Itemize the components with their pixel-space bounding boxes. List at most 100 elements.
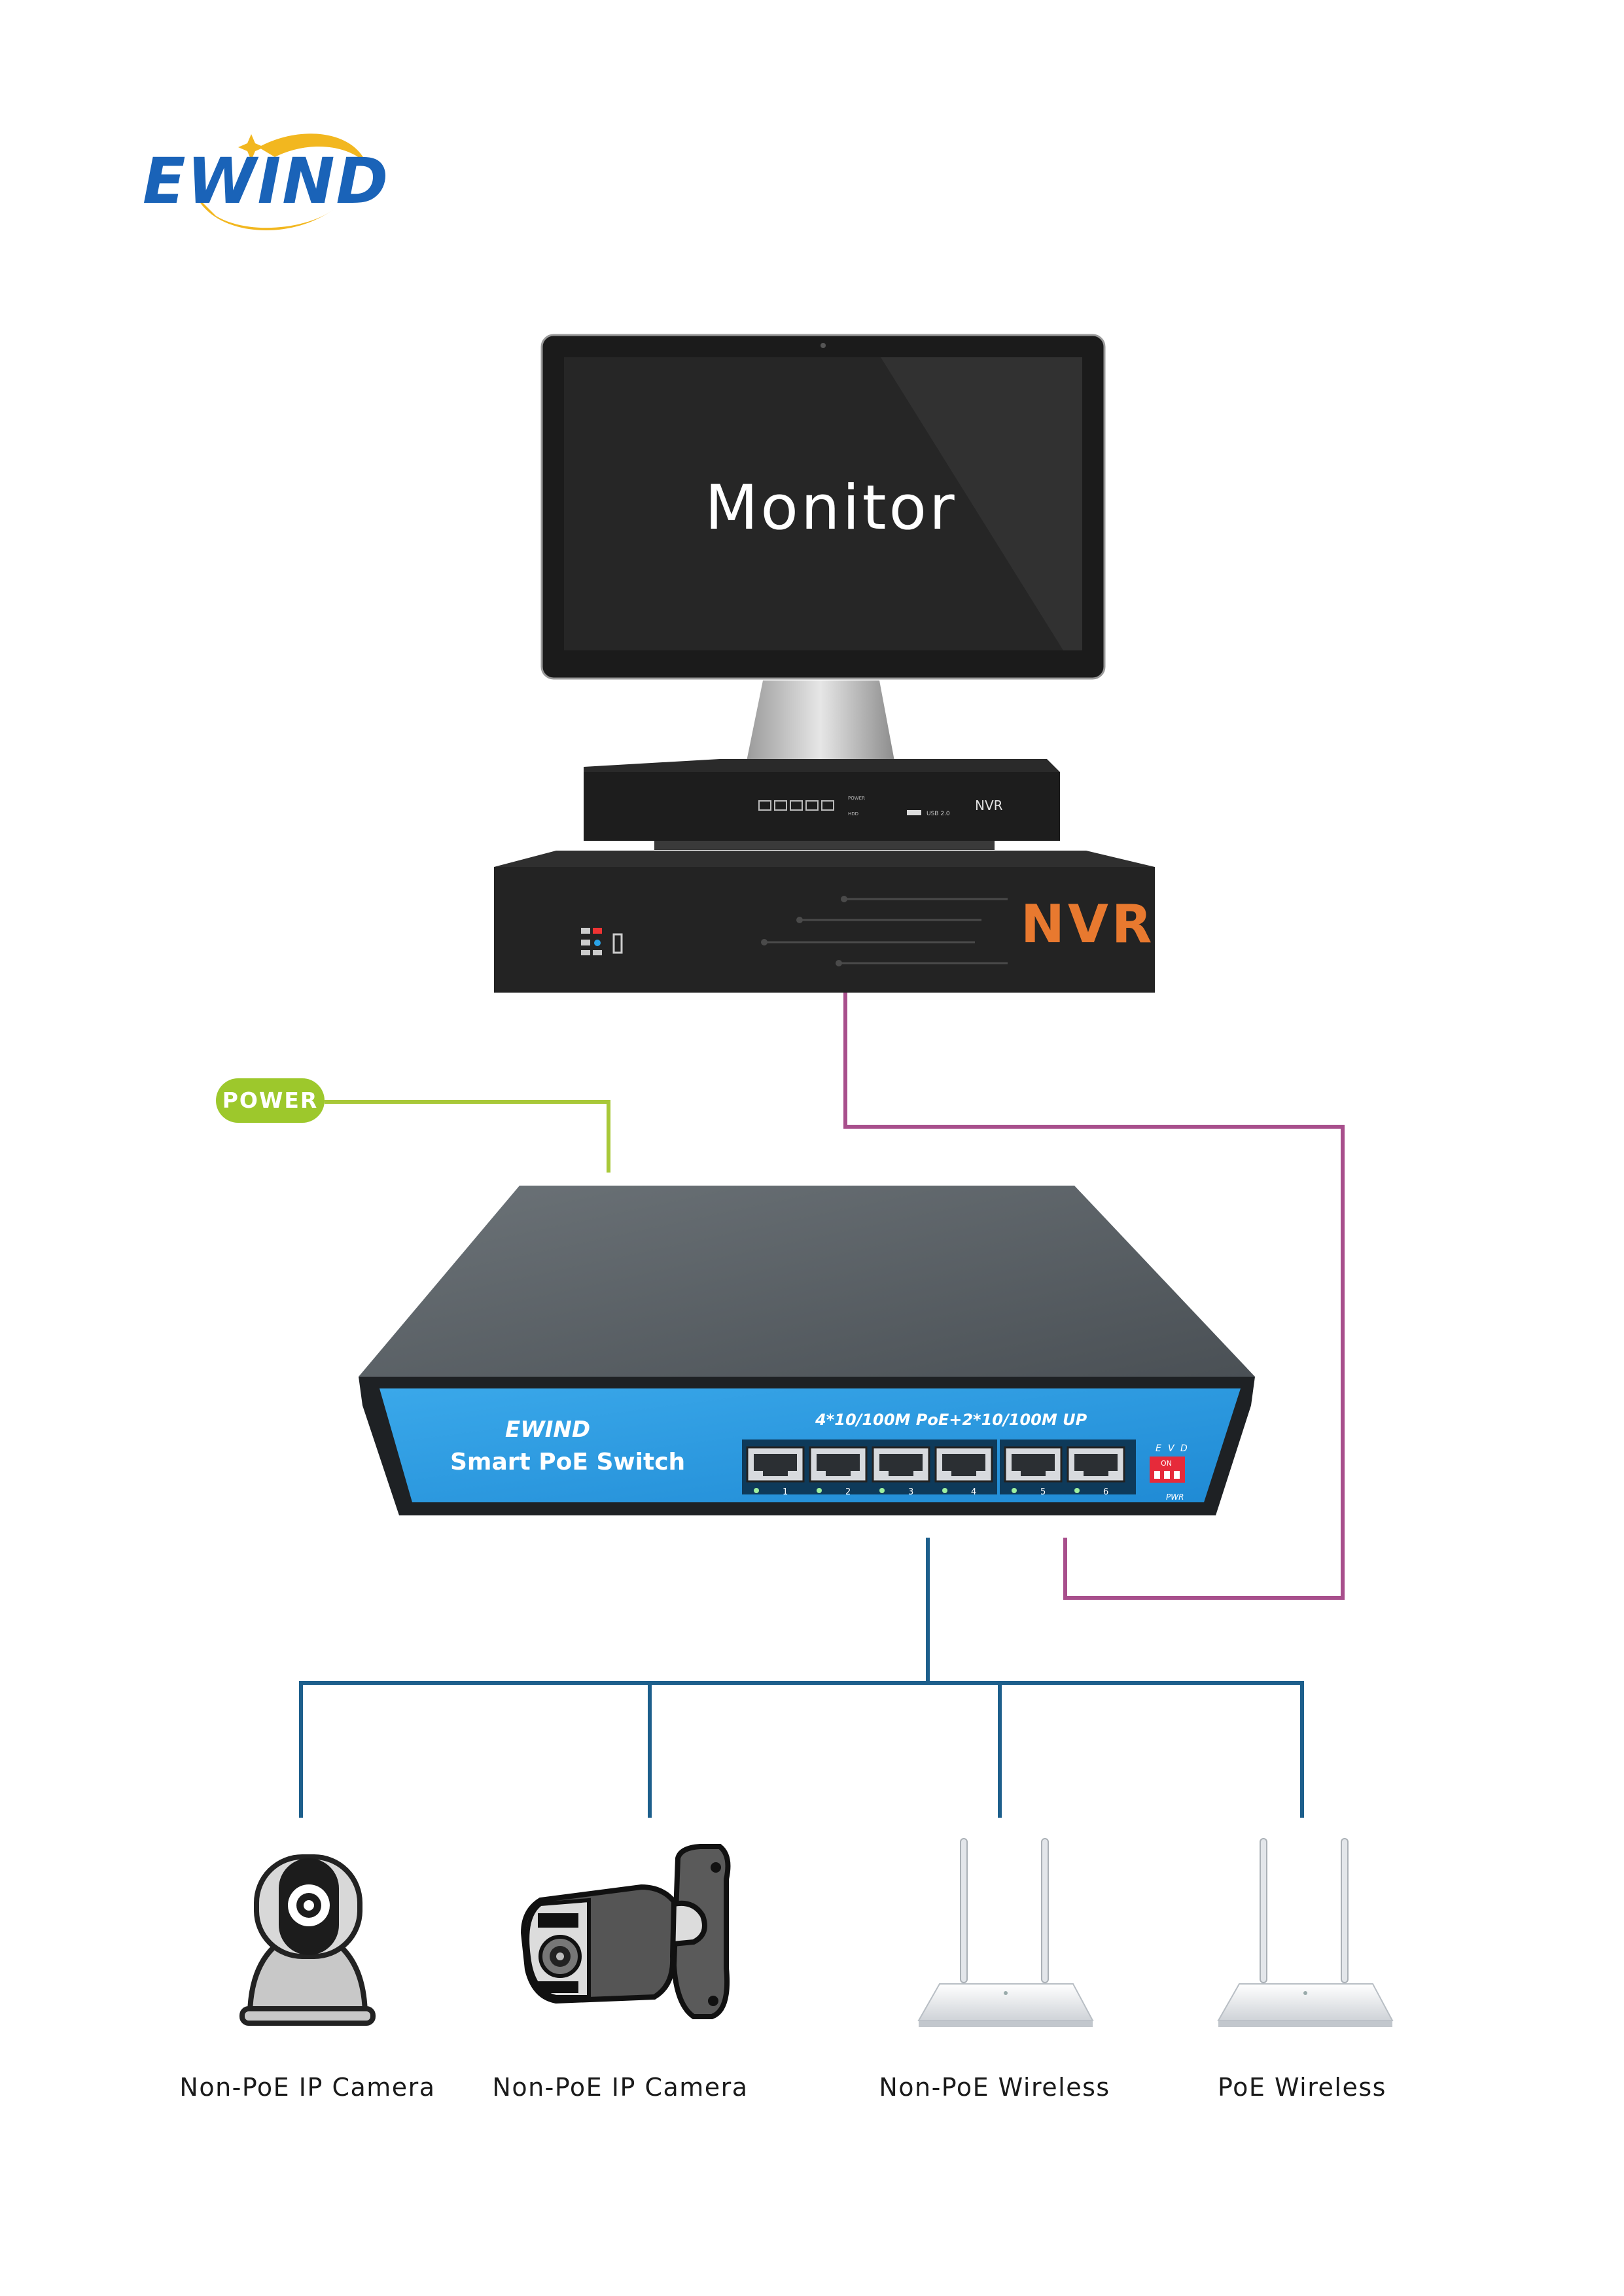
switch-port-number-4: 4	[971, 1487, 976, 1497]
nvr-led-3	[581, 940, 590, 945]
bullet-camera-mount-screw-2	[708, 1996, 718, 2006]
switch-port-led-4	[942, 1488, 947, 1493]
switch-port-number-2: 2	[845, 1487, 851, 1497]
monitor-camera-dot	[821, 343, 826, 348]
nvr-speed-dot-4	[836, 960, 842, 966]
bullet-camera-lens-center	[556, 1952, 564, 1960]
bullet-camera-icon	[520, 1844, 731, 2019]
nvr-speed-dot-3	[761, 939, 768, 945]
nvr-large-front	[494, 867, 1155, 993]
switch-dip-on: ON	[1161, 1459, 1172, 1468]
router-icon-2	[1217, 1838, 1394, 2027]
switch-top	[359, 1186, 1255, 1377]
monitor-glare	[881, 357, 1082, 650]
power-line	[325, 1100, 610, 1173]
switch-port-led-2	[817, 1488, 822, 1493]
switch-port-socket-5	[1012, 1454, 1055, 1476]
switch-name: Smart PoE Switch	[450, 1449, 685, 1475]
device-label-router-2: PoE Wireless	[1218, 2073, 1386, 2102]
nvr-small-power-label: POWER	[848, 796, 865, 801]
switch-dip-label-d: D	[1180, 1443, 1188, 1454]
switch-dip-label-v: V	[1168, 1443, 1175, 1454]
nvr-speed-dot-2	[796, 917, 803, 923]
router-1-base	[919, 2021, 1093, 2027]
power-badge: POWER	[216, 1078, 325, 1123]
switch-dip-toggle-1	[1154, 1471, 1160, 1479]
router-icon-1	[917, 1838, 1094, 2027]
nvr-led-5	[581, 950, 590, 955]
nvr-large-unit: NVR	[494, 851, 1155, 993]
nvr-small-unit: POWER HDD USB 2.0 NVR	[584, 759, 1060, 850]
bullet-camera-mount-screw-1	[711, 1862, 721, 1873]
switch-brand: EWIND	[505, 1417, 590, 1443]
nvr-led-4	[594, 940, 601, 946]
logo-swoosh-top	[258, 133, 366, 164]
router-2-base	[1218, 2021, 1392, 2027]
nvr-led-1	[581, 928, 590, 934]
switch-port-socket-1	[754, 1454, 797, 1476]
switch-dip-toggle-3	[1174, 1471, 1180, 1479]
dome-camera-lens-center	[304, 1900, 314, 1911]
switch-port-led-5	[1012, 1488, 1017, 1493]
nvr-led-6	[593, 950, 602, 955]
router-2-body	[1217, 1983, 1394, 2021]
monitor-label: Monitor	[705, 472, 957, 544]
nvr-small-port-2	[774, 800, 787, 811]
switch-port-number-1: 1	[783, 1487, 788, 1497]
router-1-antenna-right	[1041, 1838, 1049, 1983]
switch-port-led-3	[879, 1488, 885, 1493]
nvr-small-usb-port	[907, 810, 921, 815]
device-label-router-1: Non-PoE Wireless	[879, 2073, 1110, 2102]
nvr-small-port-5	[821, 800, 834, 811]
monitor: Monitor	[540, 334, 1106, 779]
nvr-large-label: NVR	[1021, 894, 1155, 955]
device-label-dome-camera: Non-PoE IP Camera	[179, 2073, 436, 2102]
nvr-small-port-4	[805, 800, 819, 811]
switch-dip-toggle-2	[1164, 1471, 1170, 1479]
router-2-antenna-right	[1341, 1838, 1349, 1983]
switch-port-socket-4	[942, 1454, 985, 1476]
switch-port-led-6	[1074, 1488, 1080, 1493]
router-1-antenna-left	[960, 1838, 968, 1983]
dome-camera-icon	[239, 1854, 376, 2026]
logo-star-icon	[238, 134, 264, 160]
switch-port-led-1	[754, 1488, 759, 1493]
bullet-camera-ir	[538, 1981, 578, 1993]
nvr-usb-port	[612, 933, 623, 954]
switch-pwr-label: PWR	[1166, 1492, 1184, 1502]
logo-text: EWIND	[143, 145, 389, 218]
switch-port-number-5: 5	[1040, 1487, 1046, 1497]
monitor-stand-neck	[746, 680, 895, 764]
switch-port-socket-2	[817, 1454, 860, 1476]
switch-port-socket-6	[1074, 1454, 1118, 1476]
nvr-speed-dot-1	[841, 896, 847, 902]
dome-camera-foot	[239, 2006, 376, 2026]
switch-dip-label-e: E	[1156, 1443, 1161, 1454]
switch-port-number-6: 6	[1103, 1487, 1108, 1497]
connections	[299, 993, 1345, 1818]
poe-switch: EWIND Smart PoE Switch 4*10/100M PoE+2*1…	[359, 1186, 1255, 1515]
switch-port-number-3: 3	[908, 1487, 913, 1497]
nvr-led-2	[593, 928, 602, 934]
router-1-body	[917, 1983, 1094, 2021]
nvr-small-label: NVR	[975, 798, 1003, 813]
device-label-bullet-camera: Non-PoE IP Camera	[492, 2073, 749, 2102]
nvr-small-foot	[654, 841, 995, 850]
router-2-led	[1303, 1991, 1307, 1995]
ewind-logo: EWIND	[143, 133, 389, 231]
nvr-large-top	[494, 851, 1155, 867]
router-1-led	[1004, 1991, 1008, 1995]
nvr-small-usb-label: USB 2.0	[927, 811, 950, 817]
uplink-line	[843, 993, 1345, 1600]
switch-ports: 1 2 3 4 5 6	[746, 1446, 1125, 1497]
switch-port-socket-3	[879, 1454, 923, 1476]
device-bus-line	[299, 1681, 1304, 1818]
nvr-small-hdd-label: HDD	[848, 811, 858, 817]
bullet-camera-sensor	[538, 1913, 578, 1928]
router-2-antenna-left	[1260, 1838, 1267, 1983]
nvr-small-port-3	[790, 800, 803, 811]
switch-spec: 4*10/100M PoE+2*10/100M UP	[815, 1411, 1087, 1429]
nvr-small-port-1	[758, 800, 771, 811]
